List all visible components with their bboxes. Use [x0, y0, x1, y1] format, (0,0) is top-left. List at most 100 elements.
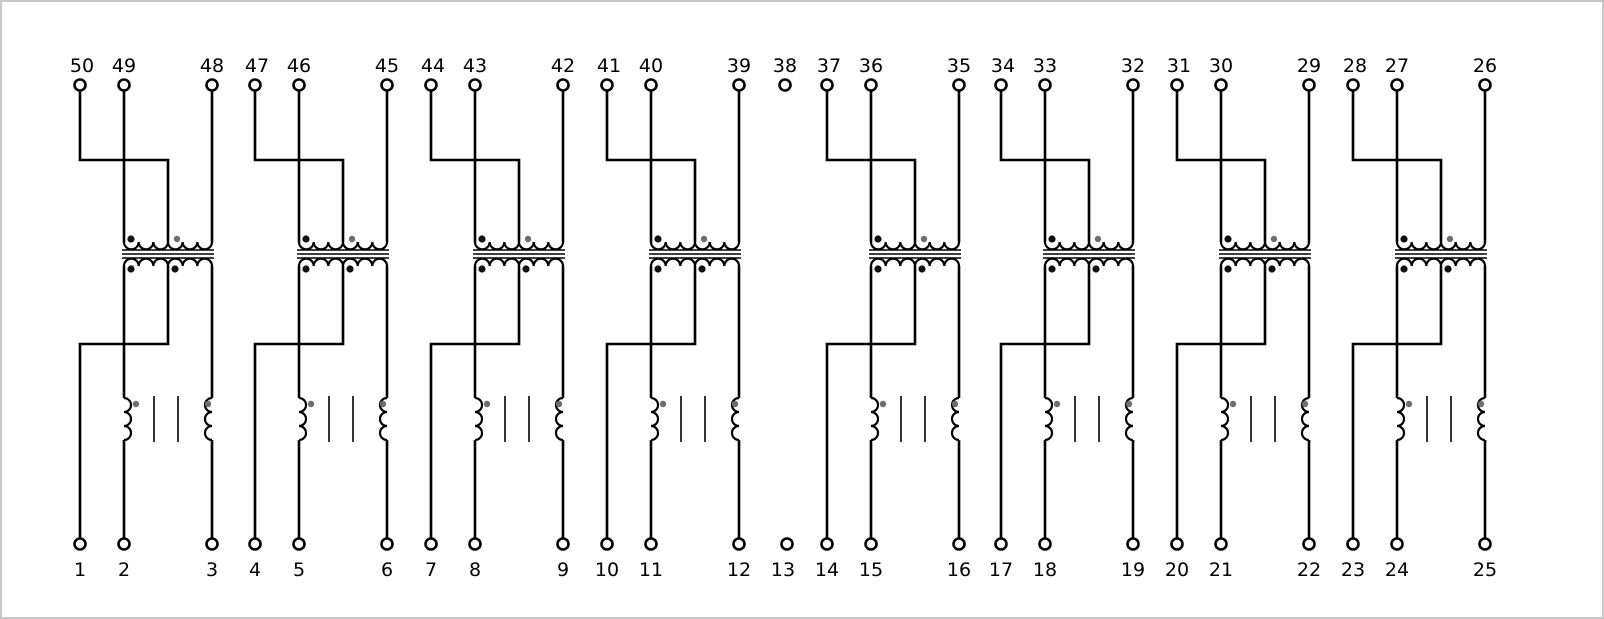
pin-bottom-c [1302, 537, 1316, 551]
pin-bottom-a [424, 537, 438, 551]
pin-label-bottom-a: 23 [1341, 559, 1365, 581]
pin-label-top-a: 41 [597, 55, 621, 77]
pin-label-top-b: 36 [859, 55, 883, 77]
primary-winding [473, 241, 565, 251]
pin-label-top-c: 39 [727, 55, 751, 77]
polarity-dot [700, 235, 708, 243]
polarity-dot [127, 265, 135, 273]
pin-label-top-b: 49 [112, 55, 136, 77]
polarity-dot [1092, 265, 1100, 273]
secondary-winding [122, 257, 214, 267]
pin-bottom-a [600, 537, 614, 551]
pin-label-bottom-c: 6 [381, 559, 393, 581]
pin-top-b [864, 78, 878, 92]
polarity-dot [1400, 235, 1408, 243]
pin-bottom-a [1170, 537, 1184, 551]
pin-label-bottom-b: 2 [118, 559, 130, 581]
pin-label-top-b: 33 [1033, 55, 1057, 77]
secondary-winding [297, 257, 389, 267]
pin-top-c [1126, 78, 1140, 92]
pin-top-b [292, 78, 306, 92]
pin-label-top-b: 30 [1209, 55, 1233, 77]
polarity-dot [132, 400, 140, 408]
pin-label-top-b: 27 [1385, 55, 1409, 77]
polarity-dot [478, 235, 486, 243]
pin-bottom-c [952, 537, 966, 551]
primary-winding [1219, 241, 1311, 251]
polarity-dot [346, 265, 354, 273]
pin-label-top-a: 44 [421, 55, 445, 77]
pin-top-c [952, 78, 966, 92]
pin-label-bottom-a: 4 [249, 559, 261, 581]
pin-bottom-c [1126, 537, 1140, 551]
pin-top-c [1302, 78, 1316, 92]
polarity-dot [307, 400, 315, 408]
pin-bottom-b [117, 537, 131, 551]
pin-bottom-c [205, 537, 219, 551]
polarity-dot [654, 265, 662, 273]
pin-label-bottom-b: 18 [1033, 559, 1057, 581]
pin-label-top-a: 37 [817, 55, 841, 77]
polarity-dot [1229, 400, 1237, 408]
choke-winding-left [870, 396, 880, 442]
pin-label-bottom-a: 20 [1165, 559, 1189, 581]
pin-top-b [117, 78, 131, 92]
polarity-dot [1270, 235, 1278, 243]
pin-top-a [1170, 78, 1184, 92]
pin-label-top-c: 26 [1473, 55, 1497, 77]
pin-label-top-c: 45 [375, 55, 399, 77]
choke-winding-left [1044, 396, 1054, 442]
pin-label-bottom-c: 9 [557, 559, 569, 581]
secondary-winding [473, 257, 565, 267]
pin-bottom-c [380, 537, 394, 551]
pin-bottom-c [1478, 537, 1492, 551]
pin-label-bottom-c: 16 [947, 559, 971, 581]
polarity-dot [302, 265, 310, 273]
pin-bottom-b [1038, 537, 1052, 551]
pin-label-top-c: 42 [551, 55, 575, 77]
pin-top-b [644, 78, 658, 92]
polarity-dot [920, 235, 928, 243]
pin-label-top-c: 48 [200, 55, 224, 77]
pin-label-top-b: 46 [287, 55, 311, 77]
polarity-dot [1405, 400, 1413, 408]
choke-winding-left [298, 396, 308, 442]
pin-top-b [468, 78, 482, 92]
pin-label-nc-bottom: 13 [771, 559, 795, 581]
pin-label-bottom-a: 7 [425, 559, 437, 581]
pin-label-bottom-a: 1 [74, 559, 86, 581]
pin-top-c [732, 78, 746, 92]
pin-bottom-a [73, 537, 87, 551]
choke-winding-left [123, 396, 133, 442]
polarity-dot [127, 235, 135, 243]
pin-label-top-a: 31 [1167, 55, 1191, 77]
pin-label-bottom-b: 5 [293, 559, 305, 581]
pin-top-a [994, 78, 1008, 92]
pin-label-bottom-b: 8 [469, 559, 481, 581]
primary-winding [1043, 241, 1135, 251]
polarity-dot [879, 400, 887, 408]
primary-winding [649, 241, 741, 251]
pin-bottom-a [248, 537, 262, 551]
pin-top-a [424, 78, 438, 92]
polarity-dot [478, 265, 486, 273]
pin-label-bottom-b: 21 [1209, 559, 1233, 581]
pin-label-top-a: 47 [245, 55, 269, 77]
pin-label-bottom-c: 22 [1297, 559, 1321, 581]
pin-top-c [380, 78, 394, 92]
pin-label-top-b: 40 [639, 55, 663, 77]
polarity-dot [951, 400, 959, 408]
primary-winding [122, 241, 214, 251]
pin-top-a [73, 78, 87, 92]
polarity-dot [302, 235, 310, 243]
polarity-dot [1477, 400, 1485, 408]
primary-winding [1395, 241, 1487, 251]
polarity-dot [483, 400, 491, 408]
polarity-dot [1048, 265, 1056, 273]
polarity-dot [1446, 235, 1454, 243]
primary-winding [297, 241, 389, 251]
